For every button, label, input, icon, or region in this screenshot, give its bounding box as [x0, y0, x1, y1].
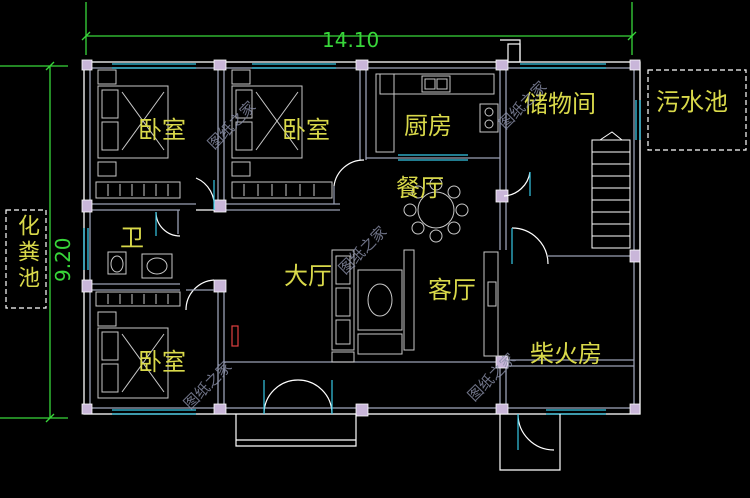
dimension-lines [0, 2, 637, 423]
interior-walls [90, 68, 634, 408]
width-dimension-label: 14.10 [322, 28, 379, 52]
room-label-dining: 餐厅 [396, 174, 444, 202]
columns [81, 59, 641, 417]
staircase [591, 131, 631, 249]
room-label-living: 客厅 [428, 276, 476, 304]
sewage-pool-label: 污水池 [656, 88, 728, 116]
septic-tank-vertical-label: 化粪池 [12, 214, 40, 300]
bed-bottom [95, 291, 181, 399]
septic-char: 化粪池 [14, 214, 39, 292]
watermark-5: 图纸之家 [464, 350, 519, 405]
dining-table [403, 177, 469, 243]
doors [155, 159, 555, 451]
height-dimension-label: 9.20 [51, 237, 75, 282]
sofa-set [331, 249, 415, 363]
room-label-bedroom-top-mid: 卧室 [282, 116, 330, 144]
room-label-kitchen: 厨房 [404, 112, 452, 140]
room-label-hall: 大厅 [284, 262, 332, 290]
bed-top-left [95, 69, 181, 199]
room-label-bathroom: 卫 [120, 224, 144, 252]
front-steps [235, 39, 561, 471]
shrine-table [231, 325, 239, 347]
kitchen-fixtures [375, 73, 499, 153]
tv-cabinet [483, 251, 499, 357]
bathroom-fixtures [107, 251, 173, 279]
room-label-bedroom-top-left: 卧室 [138, 116, 186, 144]
bed-top-mid [231, 69, 333, 199]
room-label-storage: 储物间 [524, 90, 596, 118]
sewage-pool-outline [647, 69, 747, 151]
septic-tank-outline [5, 209, 47, 309]
room-label-firewood: 柴火房 [530, 340, 602, 368]
watermark-4: 图纸之家 [180, 358, 235, 413]
room-label-bedroom-bottom: 卧室 [138, 348, 186, 376]
windows [83, 63, 641, 415]
